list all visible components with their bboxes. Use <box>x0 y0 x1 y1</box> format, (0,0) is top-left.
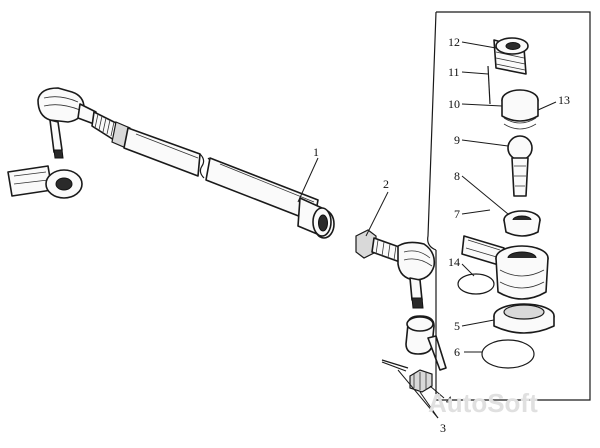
threaded-plug <box>493 37 529 75</box>
tie-rod-assembly <box>7 87 335 239</box>
callout-9: 9 <box>454 133 460 147</box>
callout-11: 11 <box>448 65 460 79</box>
callout-5: 5 <box>454 319 460 333</box>
callout-14: 14 <box>448 255 460 269</box>
socket-housing <box>461 235 549 300</box>
base-plate <box>493 303 555 334</box>
o-ring-14 <box>457 273 495 295</box>
watermark: AutoSoft <box>428 388 538 418</box>
callout-13: 13 <box>558 93 570 107</box>
callout-2: 2 <box>383 177 389 191</box>
callout-12: 12 <box>448 35 460 49</box>
callout-6: 6 <box>454 345 460 359</box>
bushing <box>503 210 541 237</box>
callout-8: 8 <box>454 169 460 183</box>
leader-lines <box>297 41 557 419</box>
callout-10: 10 <box>448 97 460 111</box>
gasket-ring-6 <box>481 339 535 369</box>
clamp-eye <box>7 165 83 199</box>
callout-7: 7 <box>454 207 460 221</box>
callout-3: 3 <box>440 421 446 435</box>
seat-cup <box>501 89 539 130</box>
tie-rod-end <box>355 229 447 393</box>
callout-4: 4 <box>446 393 452 407</box>
ball-stud <box>507 135 533 197</box>
callout-1: 1 <box>313 145 319 159</box>
exploded-panel <box>427 11 591 401</box>
callout-labels: 1 2 3 4 5 6 7 8 9 10 11 12 13 14 <box>313 35 570 435</box>
